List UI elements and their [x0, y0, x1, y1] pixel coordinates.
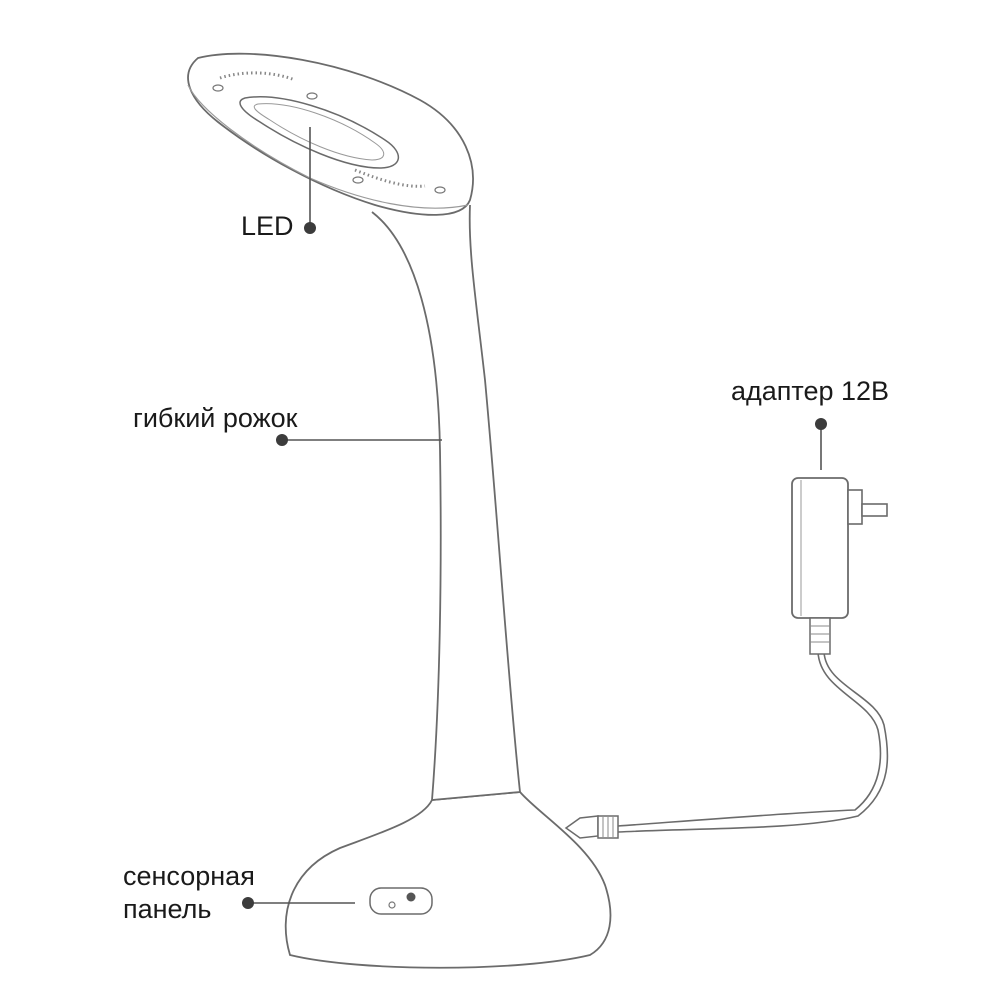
flexible-arm-label: гибкий рожок	[133, 403, 298, 433]
led-leader-dot	[304, 222, 316, 234]
adapter-cable-boot	[809, 617, 831, 655]
adapter-prong	[861, 503, 888, 517]
sensor-panel-label-line2: панель	[123, 894, 212, 924]
power-cable	[617, 651, 882, 827]
adapter-leader-dot	[815, 418, 827, 430]
lamp-flexible-arm	[371, 204, 521, 801]
led-label: LED	[241, 211, 294, 241]
sensor-button	[406, 892, 416, 902]
sensor-leader-dot	[242, 897, 254, 909]
led-panel-inner	[253, 103, 385, 161]
head-screw-left	[212, 84, 224, 92]
lamp-base	[284, 791, 612, 969]
adapter-body	[791, 477, 849, 619]
led-panel	[239, 96, 399, 169]
head-screw-right	[434, 186, 446, 194]
arm-leader-dot	[276, 434, 288, 446]
adapter-plug-base	[847, 489, 863, 525]
head-screw-mid	[352, 176, 364, 184]
dc-plug	[564, 815, 599, 839]
power-cable-inner	[617, 651, 889, 833]
sensor-button-small	[388, 901, 396, 909]
sensor-panel-label: сенсорная панель	[123, 860, 255, 926]
head-screw-top	[306, 92, 318, 100]
sensor-panel	[369, 887, 433, 915]
sensor-panel-label-line1: сенсорная	[123, 861, 255, 891]
adapter-label: адаптер 12В	[731, 376, 890, 406]
